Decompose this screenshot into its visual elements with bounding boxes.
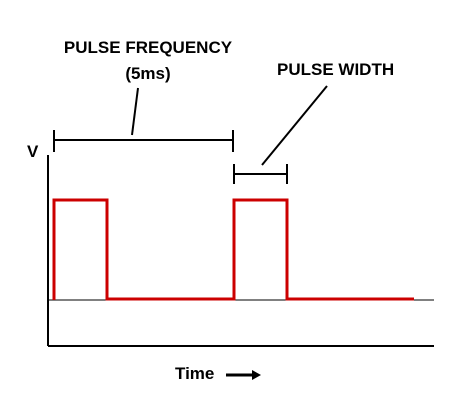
- pulse-frequency-leader: [131, 87, 139, 136]
- pulse-width-leader: [261, 85, 328, 166]
- pulse-width-bracket: [233, 164, 288, 184]
- y-axis-label: V: [27, 142, 39, 161]
- pulse-frequency-label: PULSE FREQUENCY: [63, 38, 233, 57]
- pulse-frequency-bracket: [53, 130, 234, 152]
- pulse-signal: [52, 198, 414, 301]
- right-arrow-icon: [226, 370, 261, 380]
- pulse-frequency-value: (5ms): [125, 64, 171, 83]
- pulse-width-label: PULSE WIDTH: [277, 60, 395, 79]
- x-axis-label: Time: [175, 364, 215, 383]
